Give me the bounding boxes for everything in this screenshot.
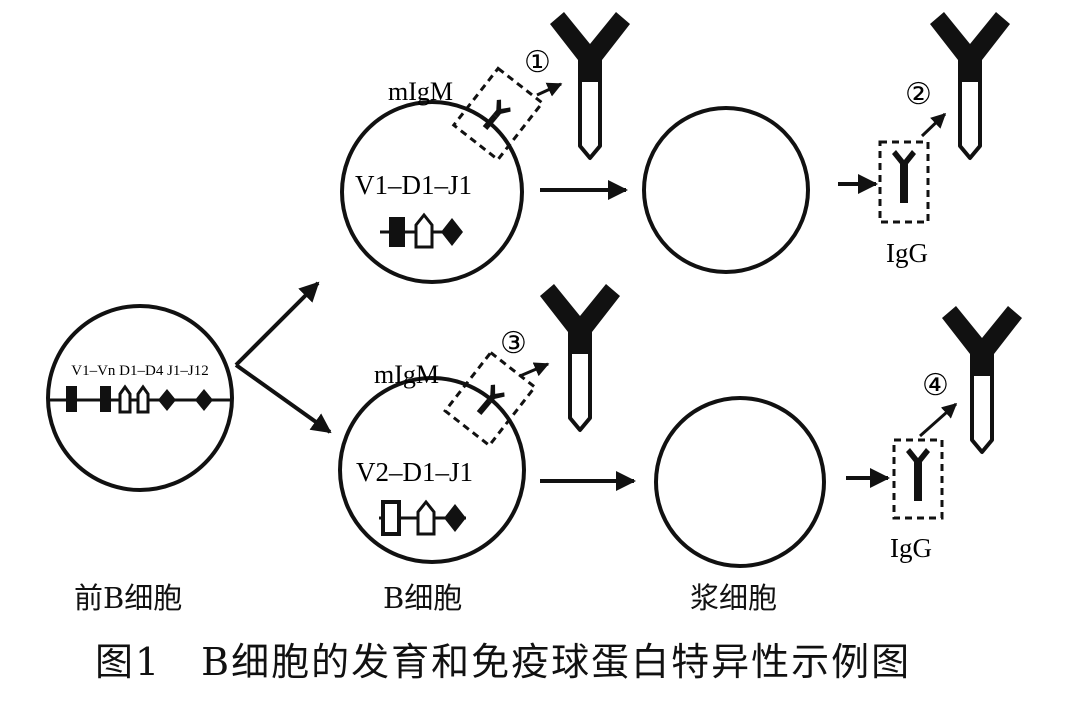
bottom-membrane-igm-icon [476,384,505,415]
bottom-igg-box [892,438,944,520]
bottom-igg-group: IgG ④ [890,368,958,563]
marker-1: ① [524,45,551,80]
bottom-gene-label: V2–D1–J1 [356,457,473,487]
top-selection-box [451,66,545,162]
arrow-to-top-b-cell [234,281,320,367]
marker-3: ③ [500,326,527,361]
b-cell-top: mIgM V1–D1–J1 ① [340,45,563,284]
pre-b-cell: V1–Vn D1–D4 J1–J12 [46,304,234,492]
top-large-antibody-icon [548,10,632,160]
d-segment-icon [118,384,150,414]
b-cell-bottom: mIgM V2–D1–J1 ③ [338,326,550,564]
bottom-selection-box [443,350,537,448]
bottom-mIgM-label: mIgM [374,360,439,389]
top-mIgM-label: mIgM [388,77,453,106]
top-gene-label: V1–D1–J1 [355,170,472,200]
top-igg-icon [892,150,916,203]
plasma-cell-bottom [654,396,826,568]
plasma-cell-top [642,106,810,274]
top-igg-group: IgG ② [878,77,947,268]
label-pre-b-cell: 前B细胞 [74,581,183,615]
top-igg-label: IgG [886,238,928,268]
bottom-igg-icon [906,448,930,501]
label-b-cell: B细胞 [383,581,463,615]
j-segment-icon [158,389,213,411]
top-igg-box [878,140,930,224]
bottom-igg-label: IgG [890,533,932,563]
label-plasma-cell: 浆细胞 [690,581,778,615]
marker-2: ② [905,77,932,112]
top-membrane-igm-icon [482,99,511,130]
arrow-to-bottom-b-cell [234,363,332,434]
marker-4: ④ [922,368,949,403]
pre-b-gene-label: V1–Vn D1–D4 J1–J12 [71,363,209,379]
top-right-antibody-icon [928,10,1012,160]
bottom-large-antibody-icon [538,282,622,432]
bottom-right-antibody-icon [940,304,1024,454]
figure-caption: 图1 B细胞的发育和免疫球蛋白特异性示例图 [95,640,912,684]
